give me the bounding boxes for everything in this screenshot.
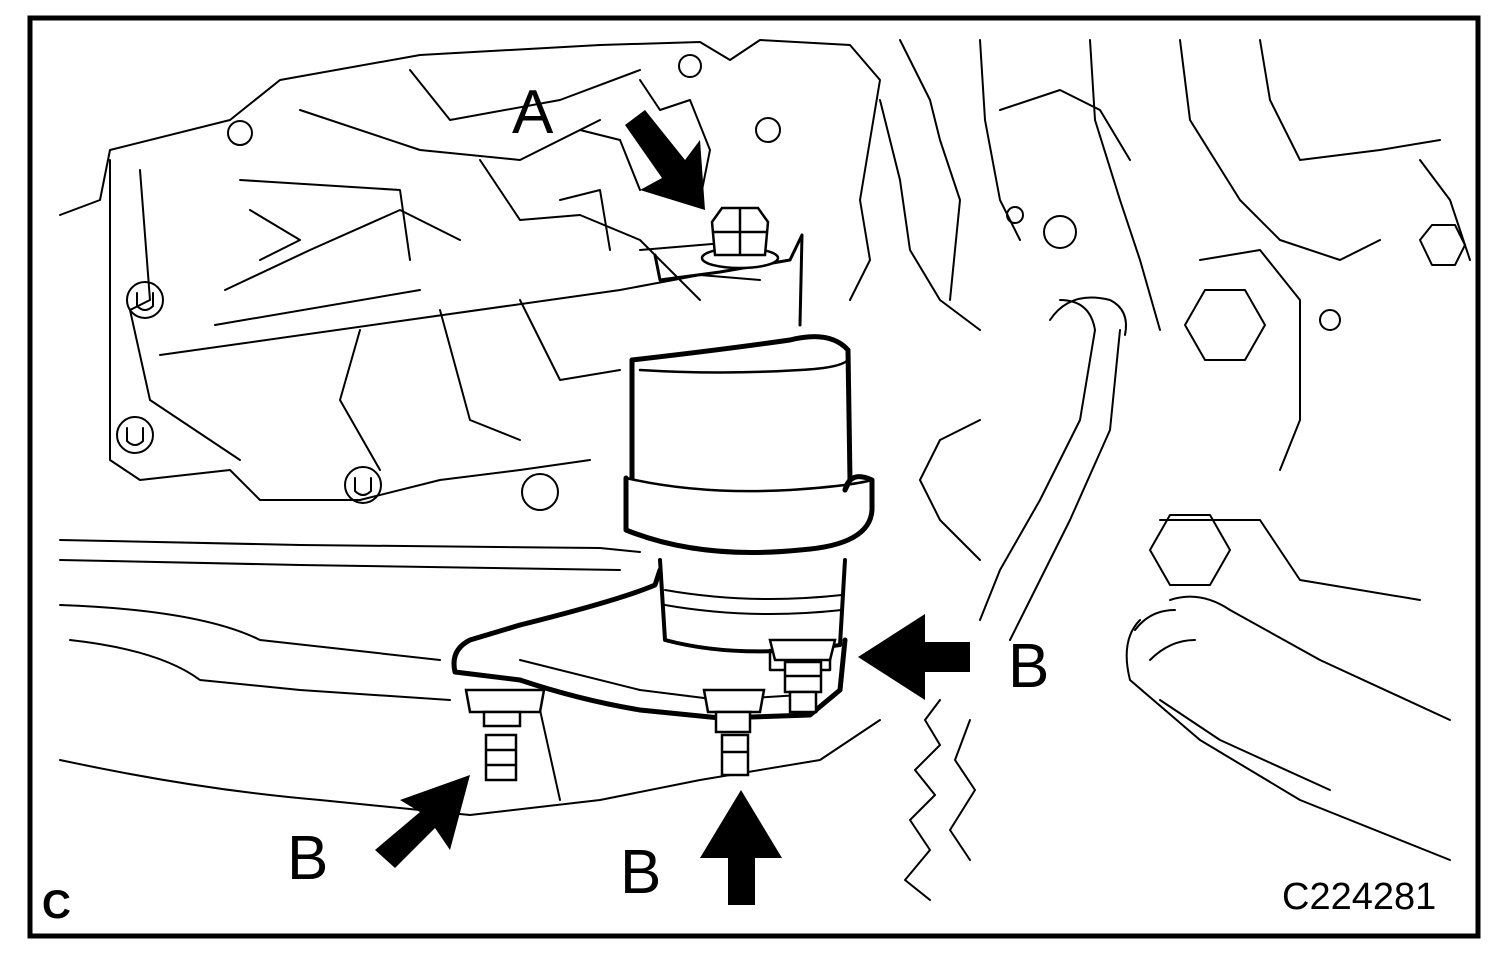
case-hole [116, 416, 154, 454]
illustration-code: C224281 [1282, 876, 1437, 918]
hose [979, 299, 1096, 621]
arrow-a [625, 110, 705, 210]
case-hole [126, 281, 164, 319]
case-hole [1043, 215, 1077, 249]
case-hole [755, 117, 781, 143]
callout-label-b-left: B [287, 824, 329, 893]
mount-body [629, 334, 853, 493]
hex-bolt [1149, 514, 1231, 586]
corner-mark: C [42, 883, 71, 927]
callout-label-b-bottom: B [620, 838, 662, 907]
case-hole [344, 466, 382, 504]
bolt-b-left [464, 688, 546, 782]
case-hole [678, 54, 702, 78]
pipe [1125, 619, 1451, 861]
crossmember [59, 539, 641, 553]
case-hole [521, 473, 559, 511]
figure-frame [27, 15, 1481, 939]
case-outline [59, 39, 881, 301]
bolt-b-bottom [702, 688, 766, 777]
arrow-b-right [858, 614, 970, 700]
bolt-a [700, 206, 780, 270]
arrow-b-left [375, 775, 470, 868]
callout-label-b-right: B [1008, 632, 1050, 701]
cutaway-edge [904, 699, 941, 901]
mount-flange [451, 567, 848, 721]
case-hole [1319, 309, 1341, 331]
arrow-b-bottom [700, 790, 782, 905]
bolt-b-right [768, 638, 837, 714]
case-hole [1006, 206, 1024, 224]
hex-bolt [1419, 224, 1466, 266]
case-hole [227, 120, 253, 146]
callout-label-a: A [512, 78, 554, 147]
hex-bolt [1184, 289, 1266, 361]
